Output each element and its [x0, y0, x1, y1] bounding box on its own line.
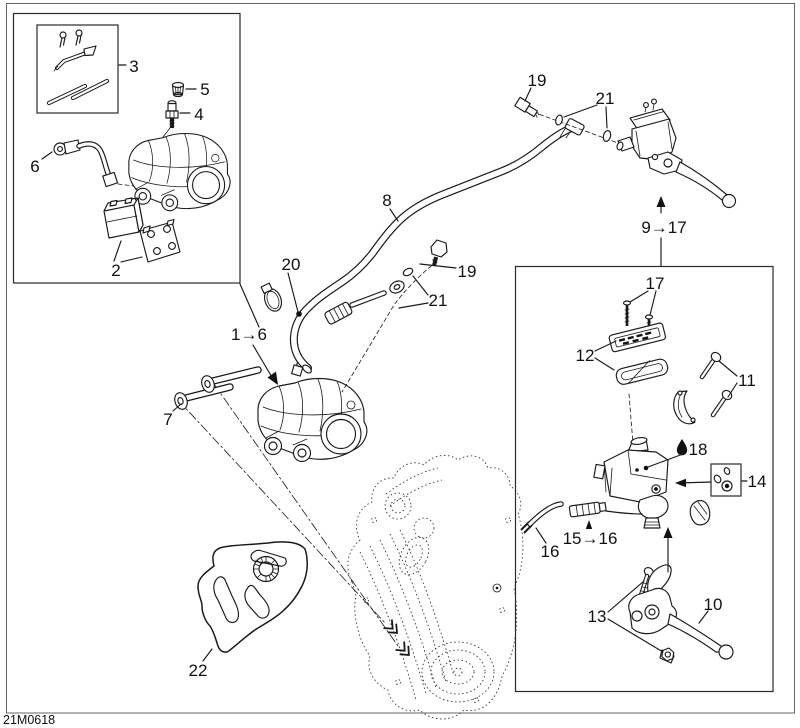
lever-boot-lines: [693, 501, 708, 521]
callout-10-label: 10: [704, 595, 723, 614]
callout-1-6-label: 1→6: [231, 325, 267, 344]
callout-6-label: 6: [30, 157, 39, 176]
master-cylinder-detail-box-border: [514, 265, 774, 693]
bleeder-screw-drawing: [162, 100, 179, 138]
callout-12-label: 12: [576, 346, 595, 365]
lower-banjo-set-drawing: [324, 239, 448, 393]
axis-chevron-icon: [395, 641, 410, 657]
bleeder-cap-drawing: [171, 81, 185, 98]
caliper-bolts-drawing: [174, 366, 262, 410]
master-cylinder-body-drawing: [593, 436, 669, 529]
callout-15-16-label: 15→16: [563, 529, 618, 548]
document-code: 21M0618: [3, 713, 55, 727]
reservoir-cover-drawing: [608, 322, 669, 445]
callout-11-label: 11: [738, 371, 756, 390]
callout-3-label: 3: [129, 57, 138, 76]
detail-box-caliper: [12, 12, 241, 284]
callout-13-label: 13: [588, 607, 607, 626]
upper-banjo-set-drawing: [514, 96, 619, 144]
caliper-drawing-main: [257, 377, 368, 463]
pin-kit-box-border: [36, 24, 119, 114]
callout-18-label: 18: [689, 440, 708, 459]
callout-19-mid-label: 19: [458, 262, 477, 281]
callout-14-label: 14: [748, 472, 767, 491]
lever-boot-drawing: [689, 499, 711, 526]
leader-arrowheads: [267, 196, 686, 538]
caliper-hose-drawing: [53, 139, 151, 189]
callout-17-label: 17: [646, 274, 665, 293]
engine-case-phantom-drawing: [347, 455, 524, 720]
brake-lever-drawing: [628, 564, 734, 664]
callout-8-label: 8: [382, 191, 391, 210]
hose-clamp-drawing: [260, 282, 283, 312]
fluid-droplet-icon: [676, 439, 688, 456]
caliper-drawing-kit: [128, 132, 231, 212]
callout-labels: 3 5 4 6 2 1→6 7 22 20 8 19 21 9→17 19 21…: [30, 57, 766, 680]
seal-kit-drawing: [710, 463, 742, 497]
callout-2-label: 2: [111, 261, 120, 280]
locknut-drawing: [661, 647, 675, 662]
brake-light-cable-drawing: [520, 501, 643, 534]
brake-pads-drawing: [103, 197, 181, 263]
bolt-axis-lines: [177, 383, 410, 657]
master-cylinder-assembled-drawing: [616, 98, 737, 209]
brake-guard-drawing: [197, 541, 308, 653]
caliper-detail-box-border: [12, 12, 241, 284]
callout-16-label: 16: [541, 542, 560, 561]
callout-4-label: 4: [194, 105, 203, 124]
leader-lines: [41, 64, 748, 662]
callout-5-label: 5: [200, 80, 209, 99]
callout-22-label: 22: [189, 661, 208, 680]
detail-box-master-cylinder: [514, 265, 774, 693]
callout-9-17-label: 9→17: [641, 218, 686, 237]
axis-chevron-icon: [383, 619, 399, 634]
callout-21-top-label: 21: [596, 89, 615, 108]
callout-19-top-label: 19: [528, 71, 547, 90]
callout-20-label: 20: [282, 255, 301, 274]
page-border: [6, 3, 795, 714]
callout-21-mid-label: 21: [429, 291, 448, 310]
pin-kit-drawing: [46, 29, 110, 106]
callout-7-label: 7: [163, 410, 172, 429]
handlebar-clamp-drawing: [673, 351, 733, 425]
